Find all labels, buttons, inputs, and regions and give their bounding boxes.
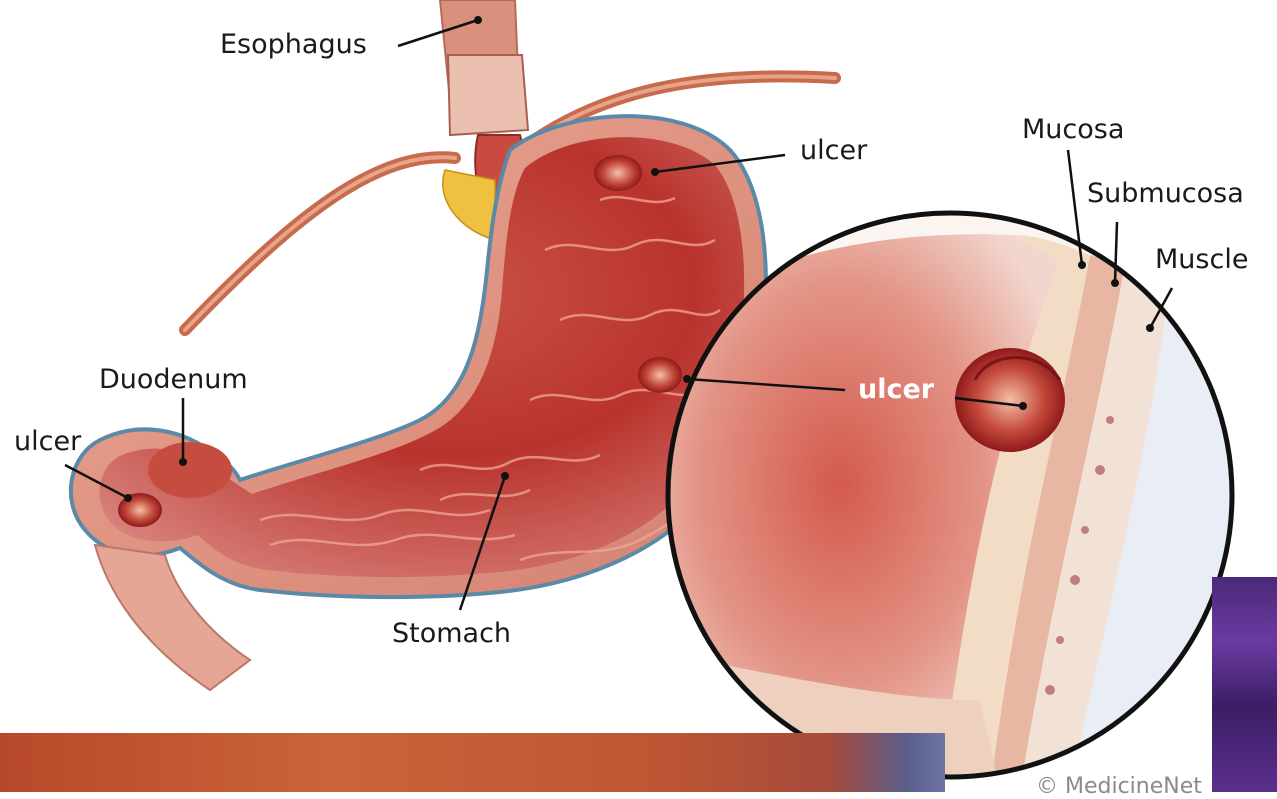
label-stomach: Stomach [392, 620, 511, 647]
label-mucosa: Mucosa [1022, 116, 1124, 143]
label-duodenum: Duodenum [99, 366, 248, 393]
label-submucosa: Submucosa [1087, 180, 1244, 207]
label-ulcer-fundus: ulcer [800, 137, 867, 164]
ulcer-body-mark [638, 357, 682, 393]
magnified-view-circle [660, 210, 1250, 790]
endoscopy-photo-fragment [0, 733, 945, 792]
copyright-credit: © MedicineNet [1036, 774, 1202, 799]
label-muscle: Muscle [1155, 246, 1248, 273]
label-esophagus: Esophagus [220, 31, 367, 58]
label-ulcer-body: ulcer [858, 376, 934, 403]
ulcer-fundus-mark [594, 155, 642, 191]
label-ulcer-duodenum: ulcer [14, 428, 81, 455]
histology-photo-fragment [1212, 577, 1277, 792]
